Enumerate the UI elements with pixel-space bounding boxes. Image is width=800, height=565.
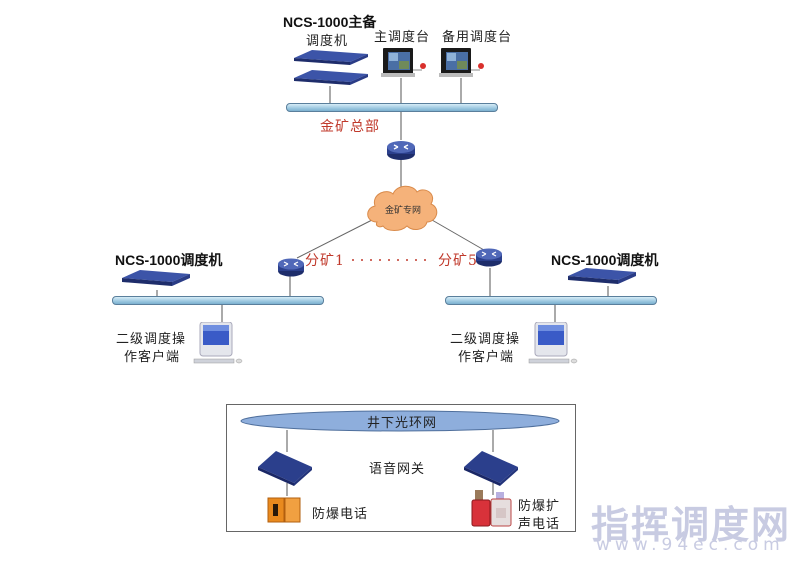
backup-console-icon (439, 48, 484, 77)
left-branch-router-label: 分矿1 (305, 253, 345, 269)
hq-server-label-line1: NCS-1000主备 (283, 14, 377, 30)
hq-lan-bus (286, 103, 498, 112)
backup-console-label: 备用调度台 (442, 30, 513, 45)
main-console-icon (381, 48, 426, 77)
speaker-phone-label-line1: 防爆扩 (518, 499, 561, 514)
left-branch-server-label: NCS-1000调度机 (115, 252, 223, 268)
underground-fiber-ring-icon (240, 410, 560, 432)
explosion-proof-phone-label: 防爆电话 (312, 507, 369, 522)
right-branch-router-icon (476, 248, 502, 267)
right-branch-server-icon (568, 268, 636, 284)
main-console-label: 主调度台 (374, 30, 431, 45)
private-network-cloud-icon (367, 185, 438, 231)
watermark-url: www.94ec.com (596, 535, 785, 555)
hq-router-icon (387, 141, 415, 160)
left-branch-server-icon (122, 270, 190, 286)
speaker-phone-label-line2: 声电话 (518, 517, 561, 532)
explosion-proof-phone-icon (267, 497, 301, 523)
right-client-computer-icon (528, 322, 578, 364)
left-voice-gateway-icon (258, 451, 312, 486)
left-branch-lan-bus (112, 296, 324, 305)
right-client-label-line2: 作客户端 (458, 350, 515, 365)
left-branch-router-icon (278, 258, 304, 277)
right-client-label-line1: 二级调度操 (450, 332, 521, 347)
cloud-label: 金矿专网 (385, 206, 422, 216)
left-client-label-line2: 作客户端 (124, 350, 181, 365)
explosion-proof-speaker-phone-icon (471, 490, 512, 527)
hq-dispatch-server-icon (294, 50, 368, 85)
underground-network-box (226, 404, 576, 532)
left-client-label-line1: 二级调度操 (116, 332, 187, 347)
hq-server-label-line2: 调度机 (306, 34, 349, 49)
right-branch-server-label: NCS-1000调度机 (551, 252, 659, 268)
right-branch-router-label: 分矿5 (438, 253, 478, 269)
left-client-computer-icon (193, 322, 243, 364)
hq-network-label: 金矿总部 (320, 119, 380, 135)
right-branch-lan-bus (445, 296, 657, 305)
fiber-ring-label: 井下光环网 (367, 416, 438, 431)
watermark-text: 指挥调度网 (591, 503, 792, 547)
right-voice-gateway-icon (464, 451, 518, 486)
voice-gateway-label: 语音网关 (369, 462, 426, 477)
